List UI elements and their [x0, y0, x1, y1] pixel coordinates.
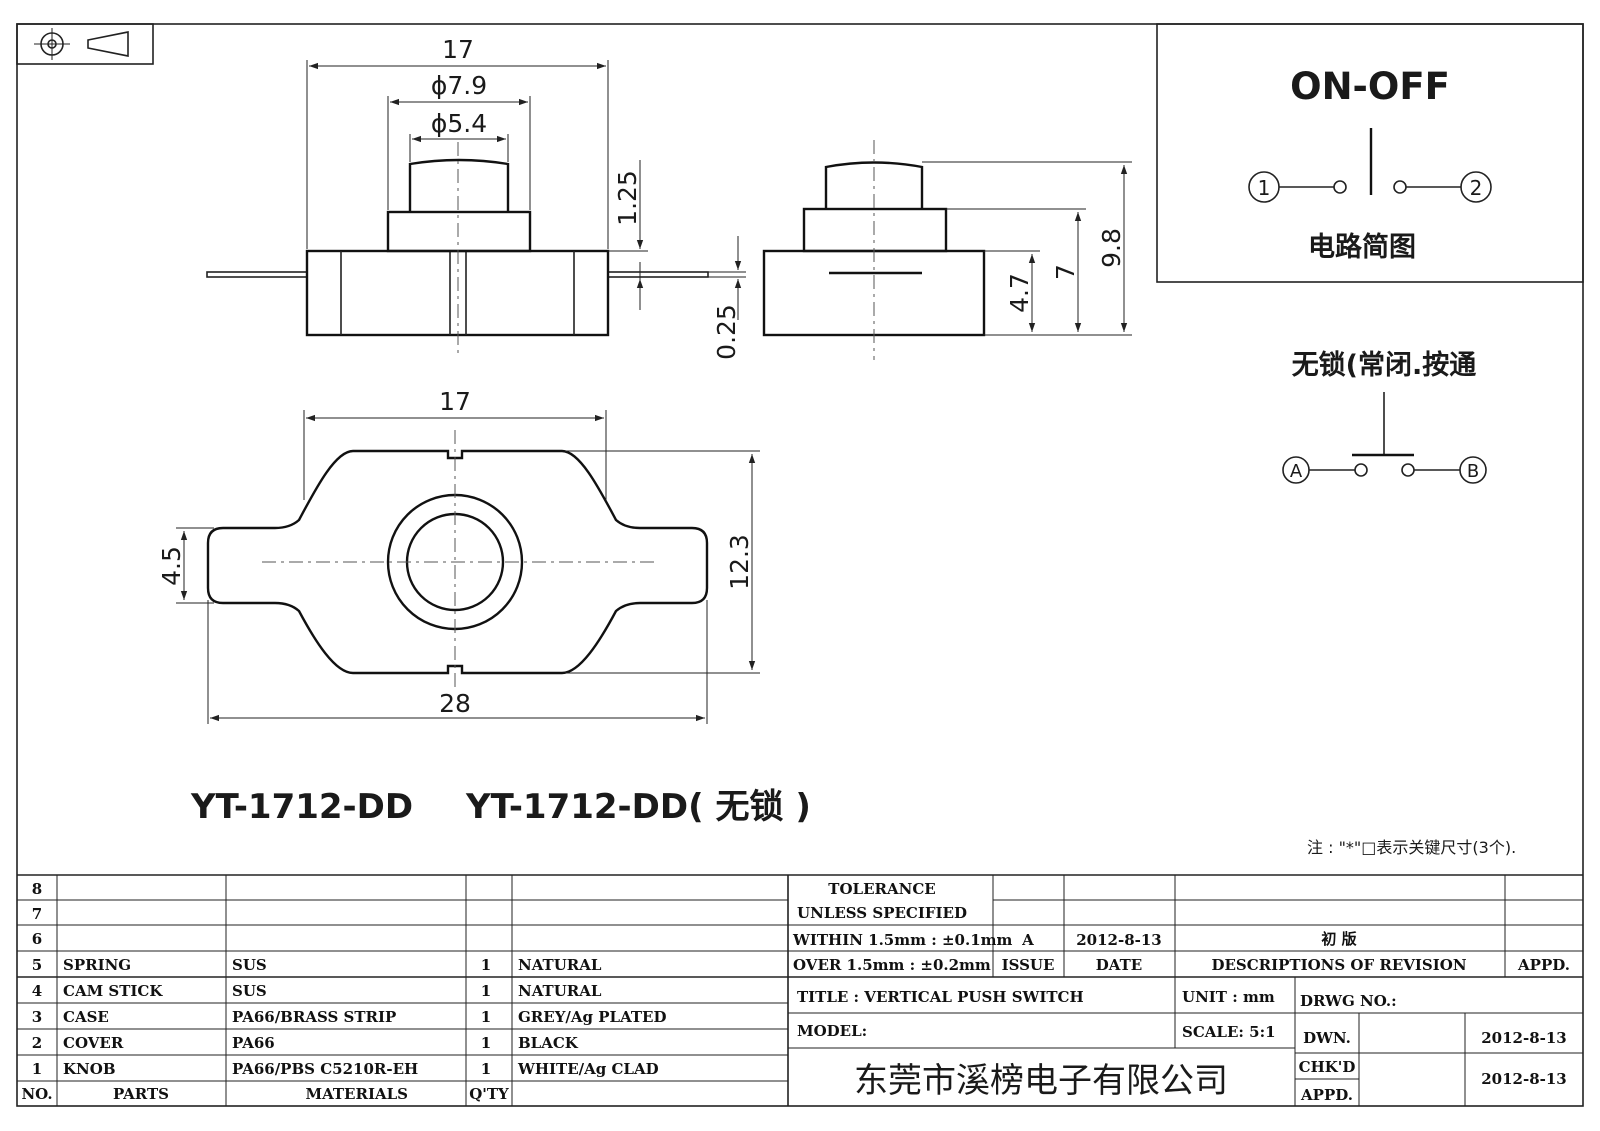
drwg-no-label: DRWG NO.: [1300, 992, 1397, 1010]
circuit-diagram: ON-OFF 1 2 电路简图 [1156, 23, 1584, 283]
row-no: 6 [32, 930, 42, 948]
row-no: 1 [32, 1060, 42, 1078]
row-part: CASE [63, 1008, 109, 1026]
row-no: 8 [32, 880, 42, 898]
header-no: NO. [21, 1085, 52, 1103]
row-no: 3 [32, 1008, 42, 1026]
row-qty: 1 [481, 1060, 491, 1078]
front-inner-dia-dim: ϕ5.4 [431, 109, 487, 138]
tolerance-over: OVER 1.5mm : ±0.2mm [793, 956, 991, 974]
parts-table [17, 874, 1583, 1106]
scale-label: SCALE: 5:1 [1182, 1023, 1276, 1041]
row-finish: GREY/Ag PLATED [518, 1008, 667, 1026]
model-label: MODEL: [797, 1022, 867, 1040]
side-h1-dim: 4.7 [1005, 273, 1034, 313]
parts-table-text: 8 7 6 5 SPRING SUS 1 NATURAL 4 CAM STICK… [21, 880, 666, 1103]
row-qty: 1 [481, 1034, 491, 1052]
top-tab-dim: 4.5 [157, 546, 186, 586]
row-finish: NATURAL [518, 956, 602, 974]
switch-type-caption: 无锁(常闭.按通 [1292, 349, 1477, 381]
header-qty: Q'TY [469, 1085, 509, 1103]
row-material: PA66 [232, 1034, 275, 1052]
drawing-title: TITLE : VERTICAL PUSH SWITCH [797, 988, 1084, 1006]
switch-terminal-b: B [1467, 461, 1479, 482]
row-part: CAM STICK [63, 982, 163, 1000]
top-length-dim: 28 [439, 689, 471, 718]
row-finish: WHITE/Ag CLAD [517, 1060, 659, 1078]
date-label: DATE [1096, 956, 1142, 974]
row-material: PA66/BRASS STRIP [232, 1008, 396, 1026]
row-no: 5 [32, 956, 42, 974]
projection-symbol-icon [16, 23, 154, 65]
row-part: SPRING [63, 956, 131, 974]
tolerance-within: WITHIN 1.5mm : ±0.1mm [792, 931, 1013, 949]
front-terminal-dim: 0.25 [712, 304, 741, 360]
company-name: 东莞市溪榜电子有限公司 [854, 1061, 1228, 1101]
date-value: 2012-8-13 [1076, 931, 1162, 949]
header-parts: PARTS [113, 1085, 169, 1103]
issue-label: ISSUE [1002, 956, 1055, 974]
dwn-label: DWN. [1303, 1029, 1351, 1047]
appd2-label: APPD. [1300, 1086, 1353, 1104]
title-block-text: TOLERANCE UNLESS SPECIFIED WITHIN 1.5mm … [792, 880, 1570, 1104]
row-material: SUS [232, 956, 267, 974]
model-label-right: YT-1712-DD( 无锁 ) [465, 787, 811, 827]
tolerance-line-2: UNLESS SPECIFIED [797, 904, 967, 922]
header-materials: MATERIALS [305, 1085, 408, 1103]
revision-label: DESCRIPTIONS OF REVISION [1211, 956, 1466, 974]
top-body-dim: 12.3 [725, 534, 754, 590]
unit-label: UNIT : mm [1182, 988, 1275, 1006]
circuit-title: ON-OFF [1290, 65, 1450, 108]
switch-type-diagram: 无锁(常闭.按通 A B [1282, 349, 1487, 484]
circuit-terminal-2: 2 [1470, 176, 1483, 200]
side-h3-dim: 9.8 [1097, 228, 1126, 268]
circuit-terminal-1: 1 [1258, 176, 1271, 200]
chkd-date: 2012-8-13 [1481, 1070, 1567, 1088]
row-material: SUS [232, 982, 267, 1000]
chkd-label: CHK'D [1299, 1058, 1356, 1076]
tolerance-line-1: TOLERANCE [828, 880, 935, 898]
side-view: 4.7 7 9.8 [762, 140, 1132, 360]
drawing-note: 注 : "*"□表示关键尺寸(3个). [1307, 838, 1516, 857]
side-h2-dim: 7 [1051, 264, 1080, 280]
front-view: 17 ϕ7.9 ϕ5.4 1.25 0.25 [206, 35, 746, 360]
row-no: 2 [32, 1034, 42, 1052]
top-width-dim: 17 [439, 387, 471, 416]
front-outer-dia-dim: ϕ7.9 [431, 71, 487, 100]
sheet-border [16, 23, 1584, 1107]
circuit-caption: 电路简图 [1308, 231, 1416, 263]
revision-value: 初 版 [1321, 930, 1356, 948]
row-no: 4 [32, 982, 42, 1000]
model-label-left: YT-1712-DD [190, 787, 413, 827]
row-qty: 1 [481, 956, 491, 974]
appd-label: APPD. [1517, 956, 1570, 974]
front-width-dim: 17 [442, 35, 474, 64]
row-finish: NATURAL [518, 982, 602, 1000]
row-no: 7 [32, 905, 42, 923]
title-block [788, 875, 1583, 1106]
row-qty: 1 [481, 982, 491, 1000]
issue-value: A [1021, 931, 1034, 949]
row-qty: 1 [481, 1008, 491, 1026]
top-view: 17 28 4.5 12.3 [157, 387, 760, 724]
row-part: KNOB [63, 1060, 116, 1078]
row-material: PA66/PBS C5210R-EH [232, 1060, 418, 1078]
switch-terminal-a: A [1290, 461, 1303, 482]
row-finish: BLACK [518, 1034, 579, 1052]
row-part: COVER [63, 1034, 124, 1052]
front-step-dim: 1.25 [613, 170, 642, 226]
dwn-date: 2012-8-13 [1481, 1029, 1567, 1047]
